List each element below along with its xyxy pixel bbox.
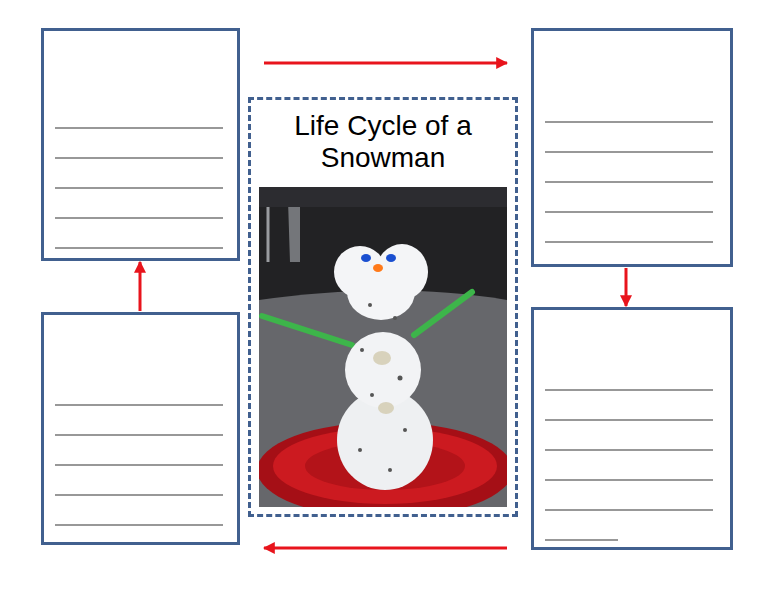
writing-lines	[55, 122, 713, 540]
cycle-arrow	[264, 62, 507, 65]
cycle-arrow	[625, 268, 628, 306]
cycle-arrow	[264, 547, 507, 550]
title-frame: Life Cycle of a Snowman	[248, 97, 518, 517]
snowman-photo	[257, 187, 513, 518]
title-text: Life Cycle of a Snowman	[251, 100, 515, 174]
writing-box	[41, 28, 240, 261]
writing-box	[41, 312, 240, 545]
writing-box	[531, 28, 733, 267]
cycle-arrow	[139, 262, 142, 311]
writing-box	[531, 307, 733, 550]
